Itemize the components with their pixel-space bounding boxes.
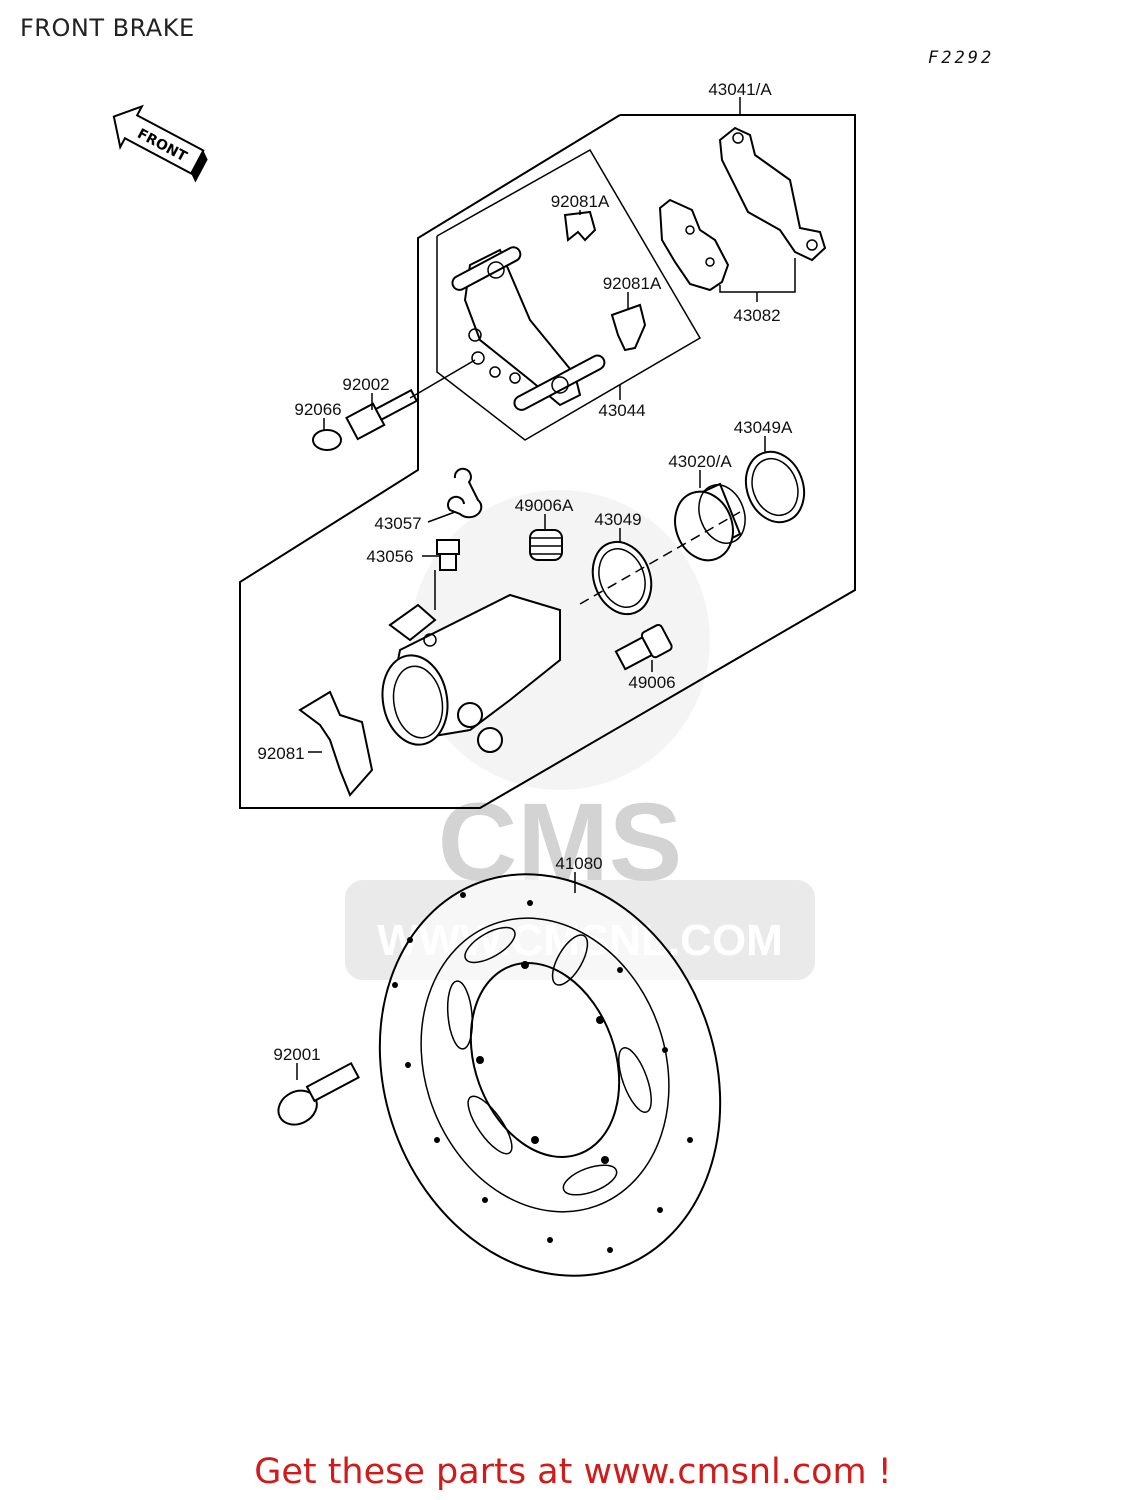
part-label: 49006A (515, 496, 574, 515)
caliper-body-icon (381, 593, 561, 753)
page-title: FRONT BRAKE (20, 14, 195, 42)
spring-icon (529, 529, 563, 561)
part-label: 92001 (273, 1045, 320, 1064)
part-label: 92081A (603, 274, 662, 293)
part-label: 43056 (366, 547, 413, 566)
part-label: 43020/A (668, 452, 732, 471)
piston-icon (674, 482, 746, 562)
part-label: 43082 (733, 306, 780, 325)
part-label: 43049A (734, 418, 793, 437)
caliper-assembly-outline (239, 114, 856, 809)
caliper-bracket-icon (451, 246, 606, 411)
dust-cap-icon (312, 429, 342, 451)
pad-spring-icon (563, 210, 597, 242)
brake-disc-icon (378, 873, 722, 1277)
front-direction-arrow-icon: FRONT (112, 104, 208, 183)
piston-seal-icon (744, 450, 806, 524)
bracket-subassembly-outline (436, 148, 702, 441)
figure-code: F2292 (928, 48, 995, 68)
part-label: 43057 (374, 514, 421, 533)
bleed-valve-cap-icon (447, 467, 483, 519)
caliper-spring-icon (298, 690, 374, 797)
bleeder-bolt-icon (614, 623, 673, 671)
part-label: 43044 (598, 401, 645, 420)
part-label: 92066 (294, 400, 341, 419)
part-label: 49006 (628, 673, 675, 692)
disc-bolt-icon (277, 1061, 360, 1126)
pad-spring-icon (610, 303, 647, 352)
part-label: 92081 (257, 744, 304, 763)
footer-call-to-action[interactable]: Get these parts at www.cmsnl.com ! (254, 1452, 892, 1492)
bleeder-valve-icon (436, 539, 460, 571)
part-label: 43041/A (708, 80, 772, 99)
part-label: 92002 (342, 375, 389, 394)
part-label: 43049 (594, 510, 641, 529)
brake-pad-icon (658, 126, 827, 292)
part-labels: 43041/A 92081A 92081A 43082 92002 92066 … (257, 80, 793, 1064)
part-label: 92081A (551, 192, 610, 211)
part-label: 41080 (555, 854, 602, 873)
